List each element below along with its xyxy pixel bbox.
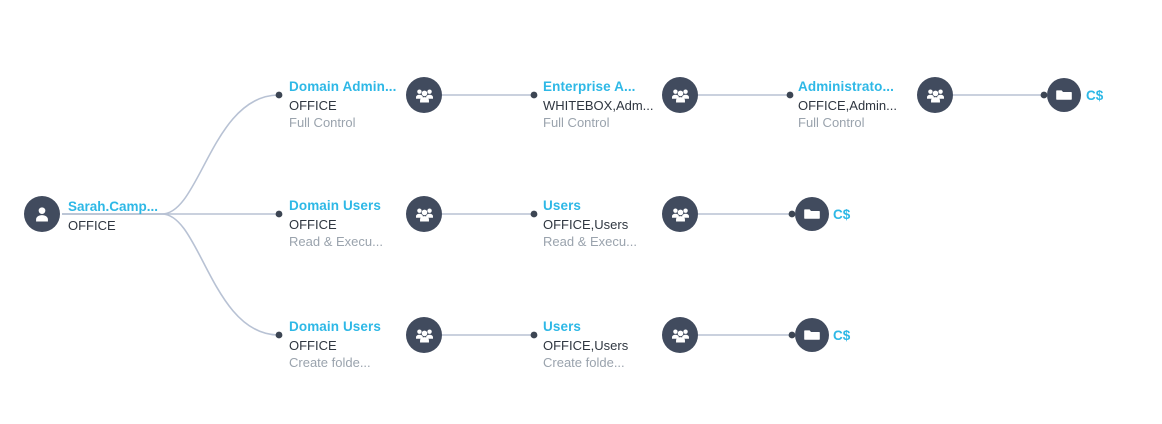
root-label[interactable]: Sarah.Camp... OFFICE — [68, 200, 158, 232]
group-icon — [670, 85, 691, 106]
row-2-step-1-label[interactable]: Domain Users OFFICE Read & Execu... — [289, 199, 383, 248]
row-3-share-node[interactable] — [795, 318, 829, 352]
row-3-step-2-node-group[interactable] — [662, 317, 698, 353]
edge-marker — [275, 210, 283, 218]
edge-marker — [786, 91, 794, 99]
node-permission: Full Control — [798, 114, 865, 130]
group-icon — [414, 325, 435, 346]
row-1-step-1-label[interactable]: Domain Admin... OFFICE Full Control — [289, 80, 397, 129]
row-2-step-2-node-group[interactable] — [662, 196, 698, 232]
edge-marker — [275, 331, 283, 339]
edge-marker — [530, 210, 538, 218]
node-title: Administrato... — [798, 79, 895, 94]
row-2-share-node[interactable] — [795, 197, 829, 231]
node-subtitle: OFFICE,Users — [543, 337, 629, 353]
row-2-share-label: C$ — [833, 207, 851, 222]
row-2-step-1-node-group[interactable] — [406, 196, 442, 232]
root-subtitle: OFFICE — [68, 217, 116, 233]
node-title: Users — [543, 319, 582, 334]
row-3-step-1-node-group[interactable] — [406, 317, 442, 353]
group-icon — [670, 204, 691, 225]
row-1-share-label: C$ — [1086, 88, 1104, 103]
edge-marker — [275, 91, 283, 99]
row-1-step-2-label[interactable]: Enterprise A... WHITEBOX,Adm... Full Con… — [543, 80, 654, 129]
edge-root-to-row1 — [62, 94, 279, 215]
node-permission: Create folde... — [543, 354, 625, 370]
row-3-step-2-label[interactable]: Users OFFICE,Users Create folde... — [543, 320, 628, 369]
root-title: Sarah.Camp... — [68, 199, 159, 214]
row-2-step-2-label[interactable]: Users OFFICE,Users Read & Execu... — [543, 199, 637, 248]
group-icon — [925, 85, 946, 106]
row-1-step-3-node-group[interactable] — [917, 77, 953, 113]
row-1-step-3-label[interactable]: Administrato... OFFICE,Admin... Full Con… — [798, 80, 897, 129]
node-title: Users — [543, 198, 582, 213]
row-1-step-2-node-group[interactable] — [662, 77, 698, 113]
edge-marker — [530, 91, 538, 99]
folder-icon — [1055, 86, 1073, 104]
node-subtitle: OFFICE — [289, 97, 337, 113]
node-title: Domain Users — [289, 319, 381, 334]
group-icon — [414, 85, 435, 106]
node-subtitle: OFFICE — [289, 216, 337, 232]
folder-icon — [803, 205, 821, 223]
row-1-step-1-node-group[interactable] — [406, 77, 442, 113]
node-title: Domain Users — [289, 198, 381, 213]
row-1-share-node[interactable] — [1047, 78, 1081, 112]
node-subtitle: OFFICE — [289, 337, 337, 353]
node-permission: Read & Execu... — [289, 233, 383, 249]
row-3-share-label: C$ — [833, 328, 851, 343]
node-permission: Create folde... — [289, 354, 371, 370]
root-node-user[interactable] — [24, 196, 60, 232]
group-icon — [670, 325, 691, 346]
group-icon — [414, 204, 435, 225]
node-title: Domain Admin... — [289, 79, 397, 94]
node-subtitle: WHITEBOX,Adm... — [543, 97, 654, 113]
node-subtitle: OFFICE,Admin... — [798, 97, 897, 113]
folder-icon — [803, 326, 821, 344]
node-subtitle: OFFICE,Users — [543, 216, 629, 232]
node-permission: Full Control — [543, 114, 610, 130]
user-icon — [32, 204, 52, 224]
edge-marker — [530, 331, 538, 339]
node-permission: Read & Execu... — [543, 233, 637, 249]
node-permission: Full Control — [289, 114, 356, 130]
node-title: Enterprise A... — [543, 79, 636, 94]
row-3-step-1-label[interactable]: Domain Users OFFICE Create folde... — [289, 320, 381, 369]
